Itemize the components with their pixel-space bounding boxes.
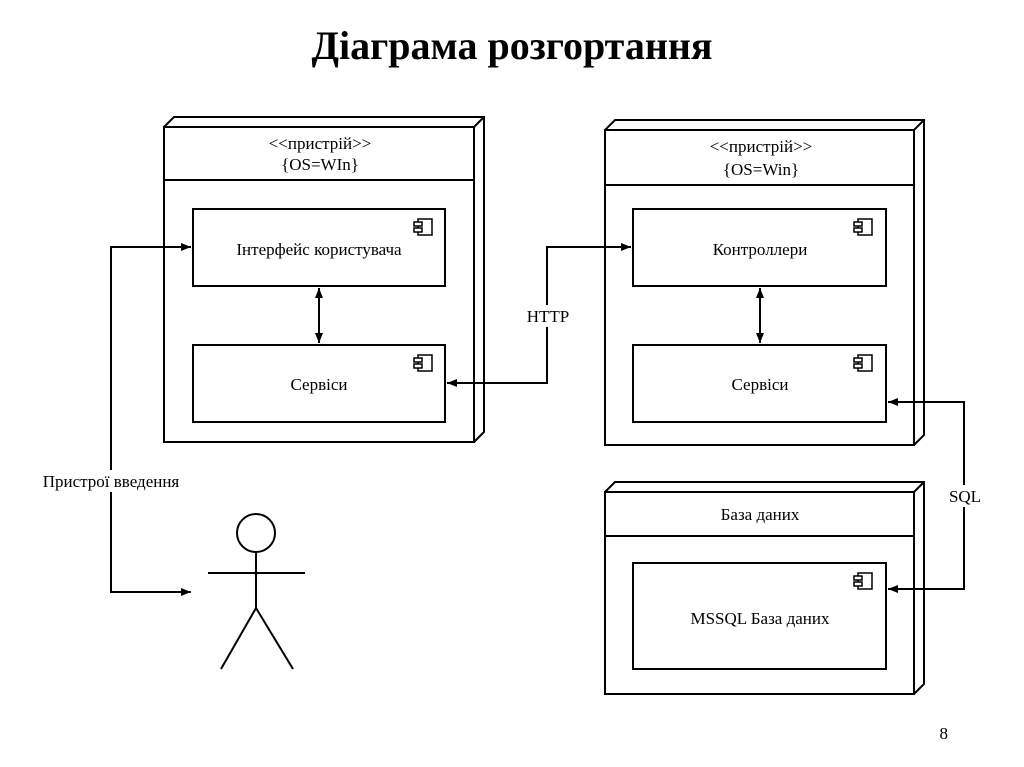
client-ui-label: Інтерфейс користувача <box>236 240 402 259</box>
server-services-label: Сервіси <box>732 375 789 394</box>
http-connection: HTTP <box>447 243 631 387</box>
server-services-component: Сервіси <box>632 344 887 423</box>
server-node: <<пристрій>> {OS=Win} Контроллери Сервіс… <box>604 119 925 446</box>
client-services-component: Сервіси <box>192 344 446 423</box>
server-node-os-property: {OS=Win} <box>723 160 799 179</box>
mssql-component: MSSQL База даних <box>632 562 887 670</box>
sql-label: SQL <box>949 487 981 506</box>
client-services-label: Сервіси <box>291 375 348 394</box>
sql-connection: SQL <box>888 398 986 593</box>
client-node: <<пристрій>> {OS=WIn} Інтерфейс користув… <box>163 116 485 443</box>
client-node-os-property: {OS=WIn} <box>281 155 359 174</box>
slide-title: Діаграма розгортання <box>311 23 713 68</box>
input-devices-connection: Пристрої введення <box>30 243 192 596</box>
server-controllers-label: Контроллери <box>713 240 808 259</box>
server-controllers-component: Контроллери <box>632 208 887 287</box>
mssql-component-label: MSSQL База даних <box>690 609 830 628</box>
server-node-stereotype: <<пристрій>> <box>710 137 813 156</box>
input-devices-label: Пристрої введення <box>43 472 180 491</box>
page-number: 8 <box>939 724 949 743</box>
database-node-title: База даних <box>721 505 800 524</box>
client-node-stereotype: <<пристрій>> <box>269 134 372 153</box>
stick-figure-actor-icon <box>208 513 305 670</box>
database-node: База даних MSSQL База даних <box>604 481 925 695</box>
http-label: HTTP <box>527 307 570 326</box>
client-ui-component: Інтерфейс користувача <box>192 208 446 287</box>
